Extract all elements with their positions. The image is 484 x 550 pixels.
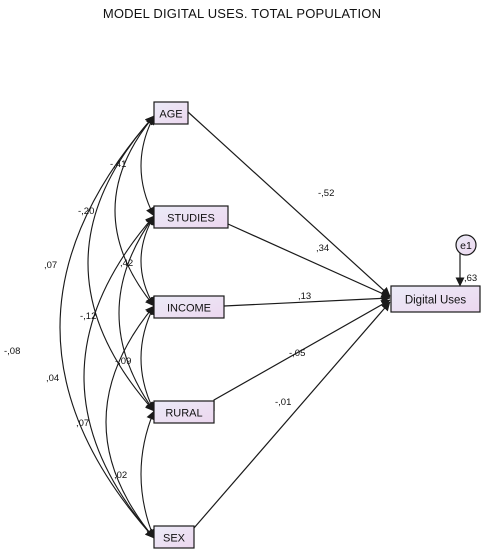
node-rural: RURAL <box>153 400 215 424</box>
cov-studies-sex-arc <box>83 215 155 539</box>
node-error-label: e1 <box>460 240 472 252</box>
node-digital-uses-label: Digital Uses <box>405 295 467 307</box>
corr-studies-sex: ,04 <box>46 373 59 384</box>
node-income-label: INCOME <box>167 303 211 315</box>
cov-income-rural-arc <box>140 305 155 412</box>
cov-age-rural-arc <box>87 115 155 412</box>
node-age: AGE <box>153 101 189 125</box>
r-squared-label: ,63 <box>464 273 477 284</box>
node-rural-label: RURAL <box>165 408 202 420</box>
corr-rural-sex: ,02 <box>114 470 127 481</box>
diagram-title: MODEL DIGITAL USES. TOTAL POPULATION <box>102 6 382 21</box>
node-income: INCOME <box>153 295 225 319</box>
corr-studies-income: ,42 <box>120 258 133 269</box>
node-sex-label: SEX <box>163 533 186 545</box>
node-studies: STUDIES <box>153 205 229 229</box>
path-income-digital <box>223 293 391 307</box>
cov-income-sex-arc <box>105 305 155 539</box>
coef-rural-digital: -,05 <box>289 348 305 359</box>
path-sex-digital <box>193 301 391 529</box>
node-digital-uses: Digital Uses <box>390 285 481 313</box>
node-age-label: AGE <box>159 109 182 121</box>
corr-age-rural: ,07 <box>44 260 57 271</box>
coef-income-digital: ,13 <box>298 291 311 302</box>
corr-age-income: -,20 <box>78 206 94 217</box>
coef-age-digital: -,52 <box>318 188 334 199</box>
path-studies-digital <box>227 223 391 298</box>
cov-age-sex-arc <box>59 115 155 539</box>
node-sex: SEX <box>153 525 195 549</box>
corr-age-sex: -,08 <box>4 346 20 357</box>
cov-rural-sex-arc <box>140 410 155 539</box>
corr-age-studies: -,41 <box>110 159 126 170</box>
corr-studies-rural: -,12 <box>80 311 96 322</box>
node-error-e1: e1 <box>455 234 477 256</box>
path-age-digital <box>187 111 391 297</box>
corr-income-rural: -,09 <box>115 356 131 367</box>
cov-age-income-arc <box>114 115 155 307</box>
node-studies-label: STUDIES <box>167 213 215 225</box>
cov-studies-rural-arc <box>118 215 155 412</box>
coef-studies-digital: ,34 <box>316 243 329 254</box>
coef-sex-digital: -,01 <box>275 397 291 408</box>
corr-income-sex: ,07 <box>76 418 89 429</box>
